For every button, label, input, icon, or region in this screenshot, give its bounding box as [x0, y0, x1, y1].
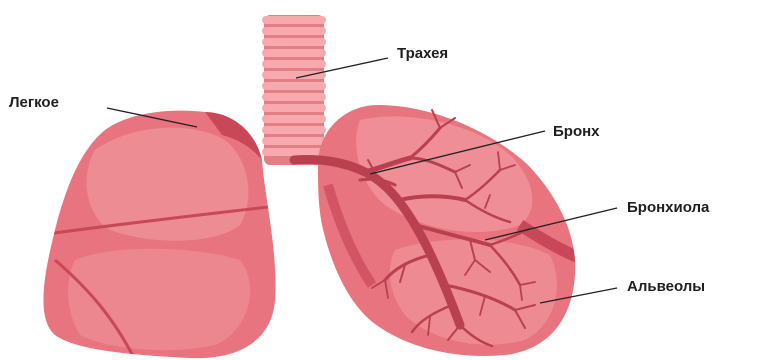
trachea-ring	[262, 148, 326, 156]
label-trachea: Трахея	[397, 46, 448, 61]
label-bronchus: Бронх	[553, 124, 600, 139]
trachea-ring	[262, 60, 326, 68]
trachea-ring	[262, 93, 326, 101]
label-lung: Легкое	[9, 95, 59, 110]
trachea-ring	[262, 82, 326, 90]
trachea	[262, 15, 326, 165]
trachea-ring	[262, 49, 326, 57]
left-lung	[40, 111, 285, 360]
trachea-ring	[262, 104, 326, 112]
trachea-ring	[262, 16, 326, 24]
trachea-ring	[262, 137, 326, 145]
trachea-ring	[262, 126, 326, 134]
trachea-ring	[262, 38, 326, 46]
label-bronchiole: Бронхиола	[627, 200, 709, 215]
trachea-ring	[262, 27, 326, 35]
trachea-ring	[262, 71, 326, 79]
right-lung	[318, 105, 580, 356]
label-alveoli: Альвеолы	[627, 279, 705, 294]
trachea-ring	[262, 115, 326, 123]
